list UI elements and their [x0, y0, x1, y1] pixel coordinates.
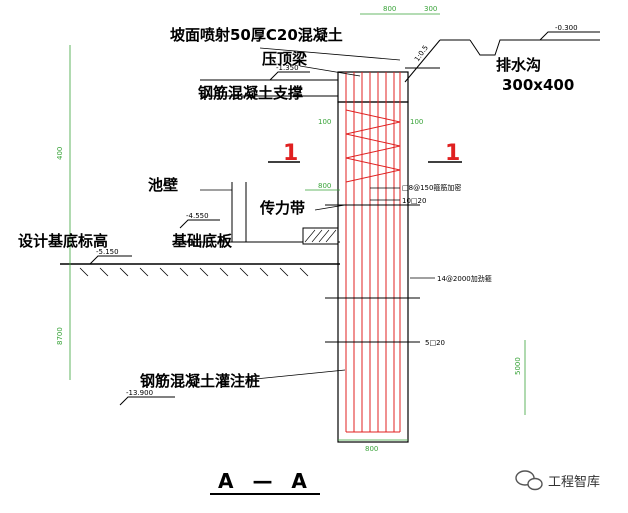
- dim-top-a: 800: [383, 5, 396, 13]
- section-mark-left: 1: [283, 141, 298, 166]
- dim-top-b: 300: [424, 5, 437, 13]
- note-stiffener: 14@2000加劲箍: [437, 274, 492, 283]
- label-crown-beam: 压顶梁: [262, 50, 308, 68]
- label-slope-spray: 坡面喷射50厚C20混凝土: [170, 26, 343, 44]
- note-stirrup: □8@150箍筋加密: [402, 183, 461, 192]
- dim-cover-left: 100: [318, 118, 331, 126]
- label-design-base-elev: 设计基底标高: [18, 232, 108, 250]
- pile-body: [325, 72, 420, 443]
- label-bored-pile: 钢筋混凝土灌注桩: [140, 372, 260, 390]
- leaders: [200, 47, 435, 381]
- label-transfer-strip: 传力带: [259, 199, 305, 217]
- label-rc-strut: 钢筋混凝土支撑: [198, 84, 303, 102]
- elev-base: -5.150: [96, 248, 119, 256]
- elev-top-right: -0.300: [555, 24, 578, 32]
- elev-strut-top: -1.350: [276, 64, 299, 72]
- dimension-lines: [69, 13, 526, 441]
- note-slope-ratio: 1:0.5: [413, 44, 430, 63]
- dim-left-lower: 8700: [56, 327, 64, 345]
- dim-cover-right: 100: [410, 118, 423, 126]
- elev-slab-top: -4.550: [186, 212, 209, 220]
- label-foundation-slab: 基础底板: [171, 232, 233, 250]
- watermark-text: 工程智库: [548, 474, 600, 490]
- label-drain: 排水沟: [496, 56, 541, 74]
- dim-left-upper: 400: [56, 147, 64, 160]
- wechat-icon: [515, 470, 543, 491]
- label-pool-wall: 池壁: [148, 176, 178, 194]
- dim-right-lower: 5000: [514, 357, 522, 375]
- label-drain-size: 300x400: [502, 76, 574, 94]
- note-main-bar-bottom: 5□20: [425, 339, 445, 347]
- dim-offset: 800: [318, 182, 331, 190]
- dim-pile-width: 800: [365, 445, 378, 453]
- elevation-markers: [89, 31, 600, 406]
- ground-lines: [60, 39, 600, 277]
- note-main-bar-top: 10□20: [402, 197, 426, 205]
- section-mark-right: 1: [445, 141, 460, 166]
- section-title: A — A: [218, 469, 313, 493]
- elev-pile-tip: -13.900: [126, 389, 153, 397]
- watermark: 工程智库: [515, 470, 600, 491]
